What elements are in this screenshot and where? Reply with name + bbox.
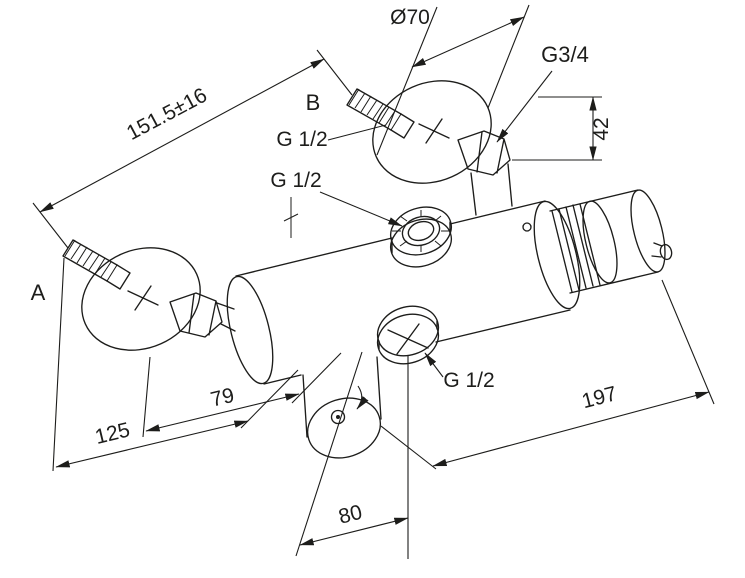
label-g12-b: G 1/2 [276, 124, 387, 151]
top-outlet [389, 206, 453, 268]
nut-a [169, 292, 223, 338]
nut-b-connector [470, 163, 513, 216]
label-g12-bottom-text: G 1/2 [443, 369, 494, 392]
lower-outlet-walls [302, 356, 382, 438]
top-outlet-thread-ring [401, 215, 441, 247]
label-g12-bottom-leader [424, 352, 444, 378]
temperature-handle [549, 189, 673, 294]
body-bottom-edge [263, 309, 571, 385]
label-port-a: A [31, 280, 46, 305]
dim-center-distance-extensions [32, 49, 353, 249]
label-g12-top-text: G 1/2 [270, 169, 321, 192]
dim-80: 80 [295, 351, 409, 559]
flow-direction-arrow [356, 385, 369, 410]
handle-knob [659, 243, 673, 261]
label-port-b: B [306, 90, 321, 115]
mixer-body [226, 200, 581, 385]
label-port-b-text: B [306, 90, 321, 115]
body-right-collar [533, 200, 581, 310]
top-outlet-bore [407, 220, 435, 242]
dim-125-label: 125 [93, 418, 132, 449]
wall-connection-a [62, 239, 236, 351]
escutcheon-b [372, 80, 492, 184]
dim-125: 125 [52, 257, 299, 472]
dim-80-line [299, 517, 409, 546]
dim-125-extensions [52, 257, 299, 472]
nut-a-connector [216, 302, 236, 332]
label-g12-top-leader [319, 191, 403, 227]
escutcheon-b-cross [418, 118, 450, 144]
nut-b [457, 130, 511, 176]
capped-front-outlet [376, 305, 440, 365]
dim-diameter: Ø70 [376, 4, 530, 156]
thread-a-hatching [64, 239, 118, 282]
centerline-tick [283, 197, 299, 238]
handle-mid-collar [582, 200, 618, 284]
lower-outlet-bore [330, 409, 346, 425]
dim-diameter-line [411, 16, 525, 68]
label-g12-bottom: G 1/2 [424, 352, 495, 392]
dim-42: 42 [512, 96, 613, 161]
escutcheon-a [81, 247, 201, 351]
dim-79-label: 79 [208, 384, 236, 412]
cap-cross-slot [387, 323, 429, 355]
dim-diameter-label: Ø70 [390, 6, 430, 29]
dim-center-distance-label: 151.5±16 [123, 84, 211, 145]
handle-knurling [551, 203, 601, 293]
body-left-cap [226, 275, 274, 385]
dim-197-line [432, 391, 710, 467]
label-g12-b-text: G 1/2 [276, 128, 327, 151]
dim-80-label: 80 [336, 501, 364, 529]
cap-rim [376, 305, 440, 357]
dim-197-extensions [380, 279, 715, 470]
dim-197: 197 [380, 279, 715, 470]
dim-center-distance-line [39, 58, 325, 213]
label-g34-leader [496, 70, 553, 143]
handle-edges [549, 189, 659, 294]
cap-face [376, 313, 440, 365]
dim-42-extensions [512, 96, 602, 161]
thread-b-hatching [348, 88, 402, 131]
cap-walls [378, 320, 438, 350]
label-g12-top: G 1/2 [270, 169, 403, 238]
top-outlet-thread-ticks [392, 210, 450, 252]
label-g12-b-leader [327, 124, 387, 141]
dim-197-label: 197 [580, 382, 620, 413]
label-g34-text: G3/4 [541, 42, 589, 67]
top-outlet-face [389, 206, 453, 256]
lower-outlet [302, 356, 382, 459]
handle-end-cap [630, 189, 666, 273]
collar-a [106, 264, 131, 290]
lower-outlet-face [307, 397, 381, 459]
dim-125-line [55, 420, 249, 468]
body-top-edge [235, 200, 546, 277]
label-g34: G3/4 [496, 42, 589, 143]
label-port-a-text: A [31, 280, 46, 305]
lower-outlet-center-dot [336, 415, 340, 419]
body-screw [522, 222, 532, 232]
collar-b [390, 113, 415, 139]
dim-42-label: 42 [590, 117, 613, 140]
wall-connection-b [346, 80, 513, 216]
escutcheon-a-cross [127, 285, 159, 311]
handle-knob-stem [651, 242, 663, 258]
dim-79: 79 [142, 352, 342, 438]
